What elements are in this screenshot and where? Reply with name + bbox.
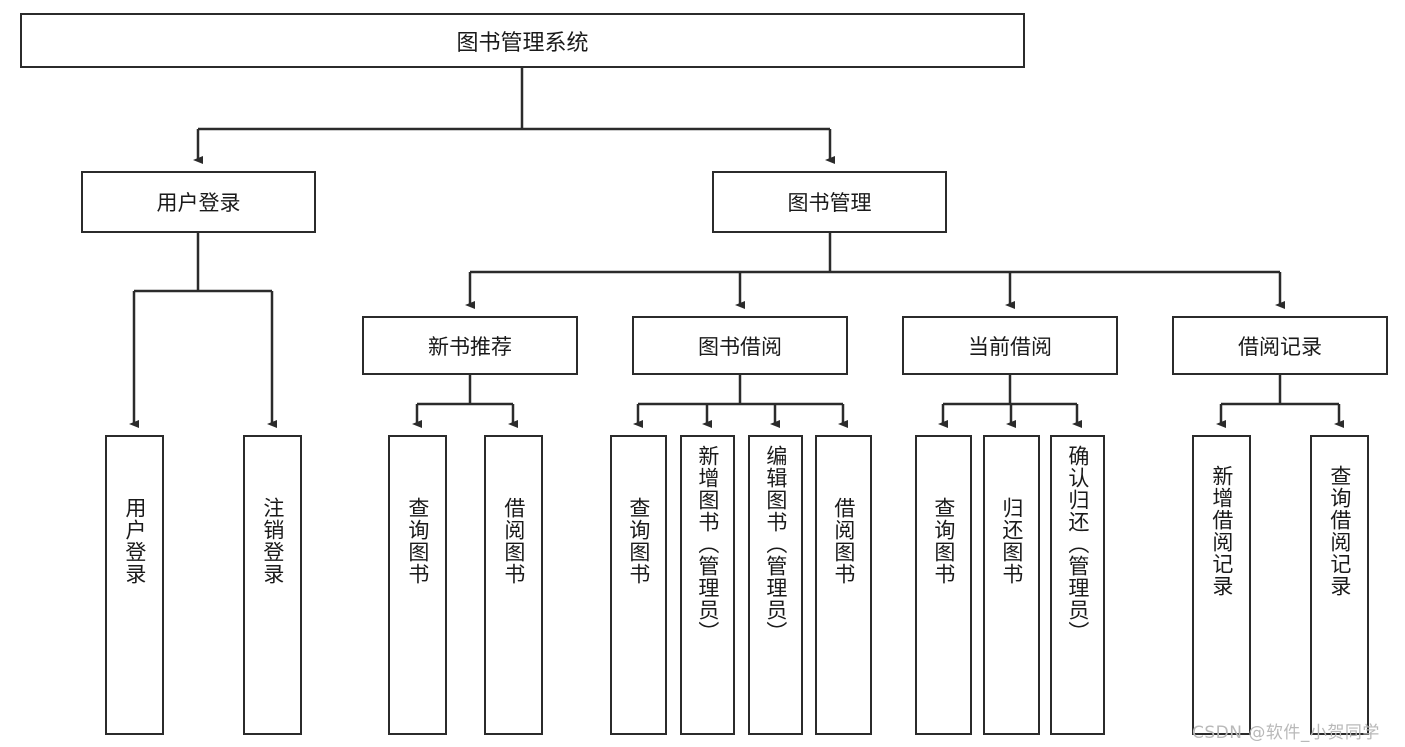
node-label: 查询图书: [405, 497, 430, 585]
node-label: 图书借阅: [698, 334, 782, 359]
node-book-borrow[interactable]: 图书借阅: [632, 316, 848, 375]
node-label: 编辑图书（管理员）: [763, 445, 788, 643]
node-confirm-return-admin[interactable]: 确认归还（管理员）: [1050, 435, 1105, 735]
node-label: 用户登录: [156, 191, 241, 215]
node-add-book-admin[interactable]: 新增图书（管理员）: [680, 435, 735, 735]
node-query-book-recommend[interactable]: 查询图书: [388, 435, 447, 735]
node-query-borrow-record[interactable]: 查询借阅记录: [1310, 435, 1369, 735]
node-label: 借阅图书: [831, 497, 856, 585]
node-current-borrow[interactable]: 当前借阅: [902, 316, 1118, 375]
node-label: 图书管理: [787, 191, 872, 215]
node-user-login[interactable]: 用户登录: [81, 171, 316, 233]
node-label: 注销登录: [260, 497, 285, 585]
node-book-management[interactable]: 图书管理: [712, 171, 947, 233]
node-borrow-book-recommend[interactable]: 借阅图书: [484, 435, 543, 735]
node-label: 借阅图书: [501, 497, 526, 585]
node-logout-action[interactable]: 注销登录: [243, 435, 302, 735]
node-borrow-record[interactable]: 借阅记录: [1172, 316, 1388, 375]
node-label: 归还图书: [999, 497, 1024, 585]
node-label: 当前借阅: [968, 334, 1052, 359]
node-label: 新书推荐: [428, 334, 512, 359]
node-edit-book-admin[interactable]: 编辑图书（管理员）: [748, 435, 803, 735]
node-label: 借阅记录: [1238, 334, 1322, 359]
csdn-watermark: CSDN @软件_小贺同学: [1192, 723, 1380, 743]
node-label: 确认归还（管理员）: [1065, 445, 1090, 643]
node-book-management-system[interactable]: 图书管理系统: [20, 13, 1025, 68]
node-query-book-current[interactable]: 查询图书: [915, 435, 972, 735]
node-return-book[interactable]: 归还图书: [983, 435, 1040, 735]
node-label: 图书管理系统: [456, 30, 589, 56]
node-label: 新增借阅记录: [1209, 465, 1234, 597]
node-label: 查询图书: [626, 497, 651, 585]
node-new-book-recommend[interactable]: 新书推荐: [362, 316, 578, 375]
node-label: 用户登录: [122, 497, 147, 585]
node-label: 新增图书（管理员）: [695, 445, 720, 643]
node-label: 查询图书: [931, 497, 956, 585]
node-add-borrow-record[interactable]: 新增借阅记录: [1192, 435, 1251, 735]
node-borrow-book-action[interactable]: 借阅图书: [815, 435, 872, 735]
node-query-book-borrow[interactable]: 查询图书: [610, 435, 667, 735]
node-label: 查询借阅记录: [1327, 465, 1352, 597]
node-user-login-action[interactable]: 用户登录: [105, 435, 164, 735]
